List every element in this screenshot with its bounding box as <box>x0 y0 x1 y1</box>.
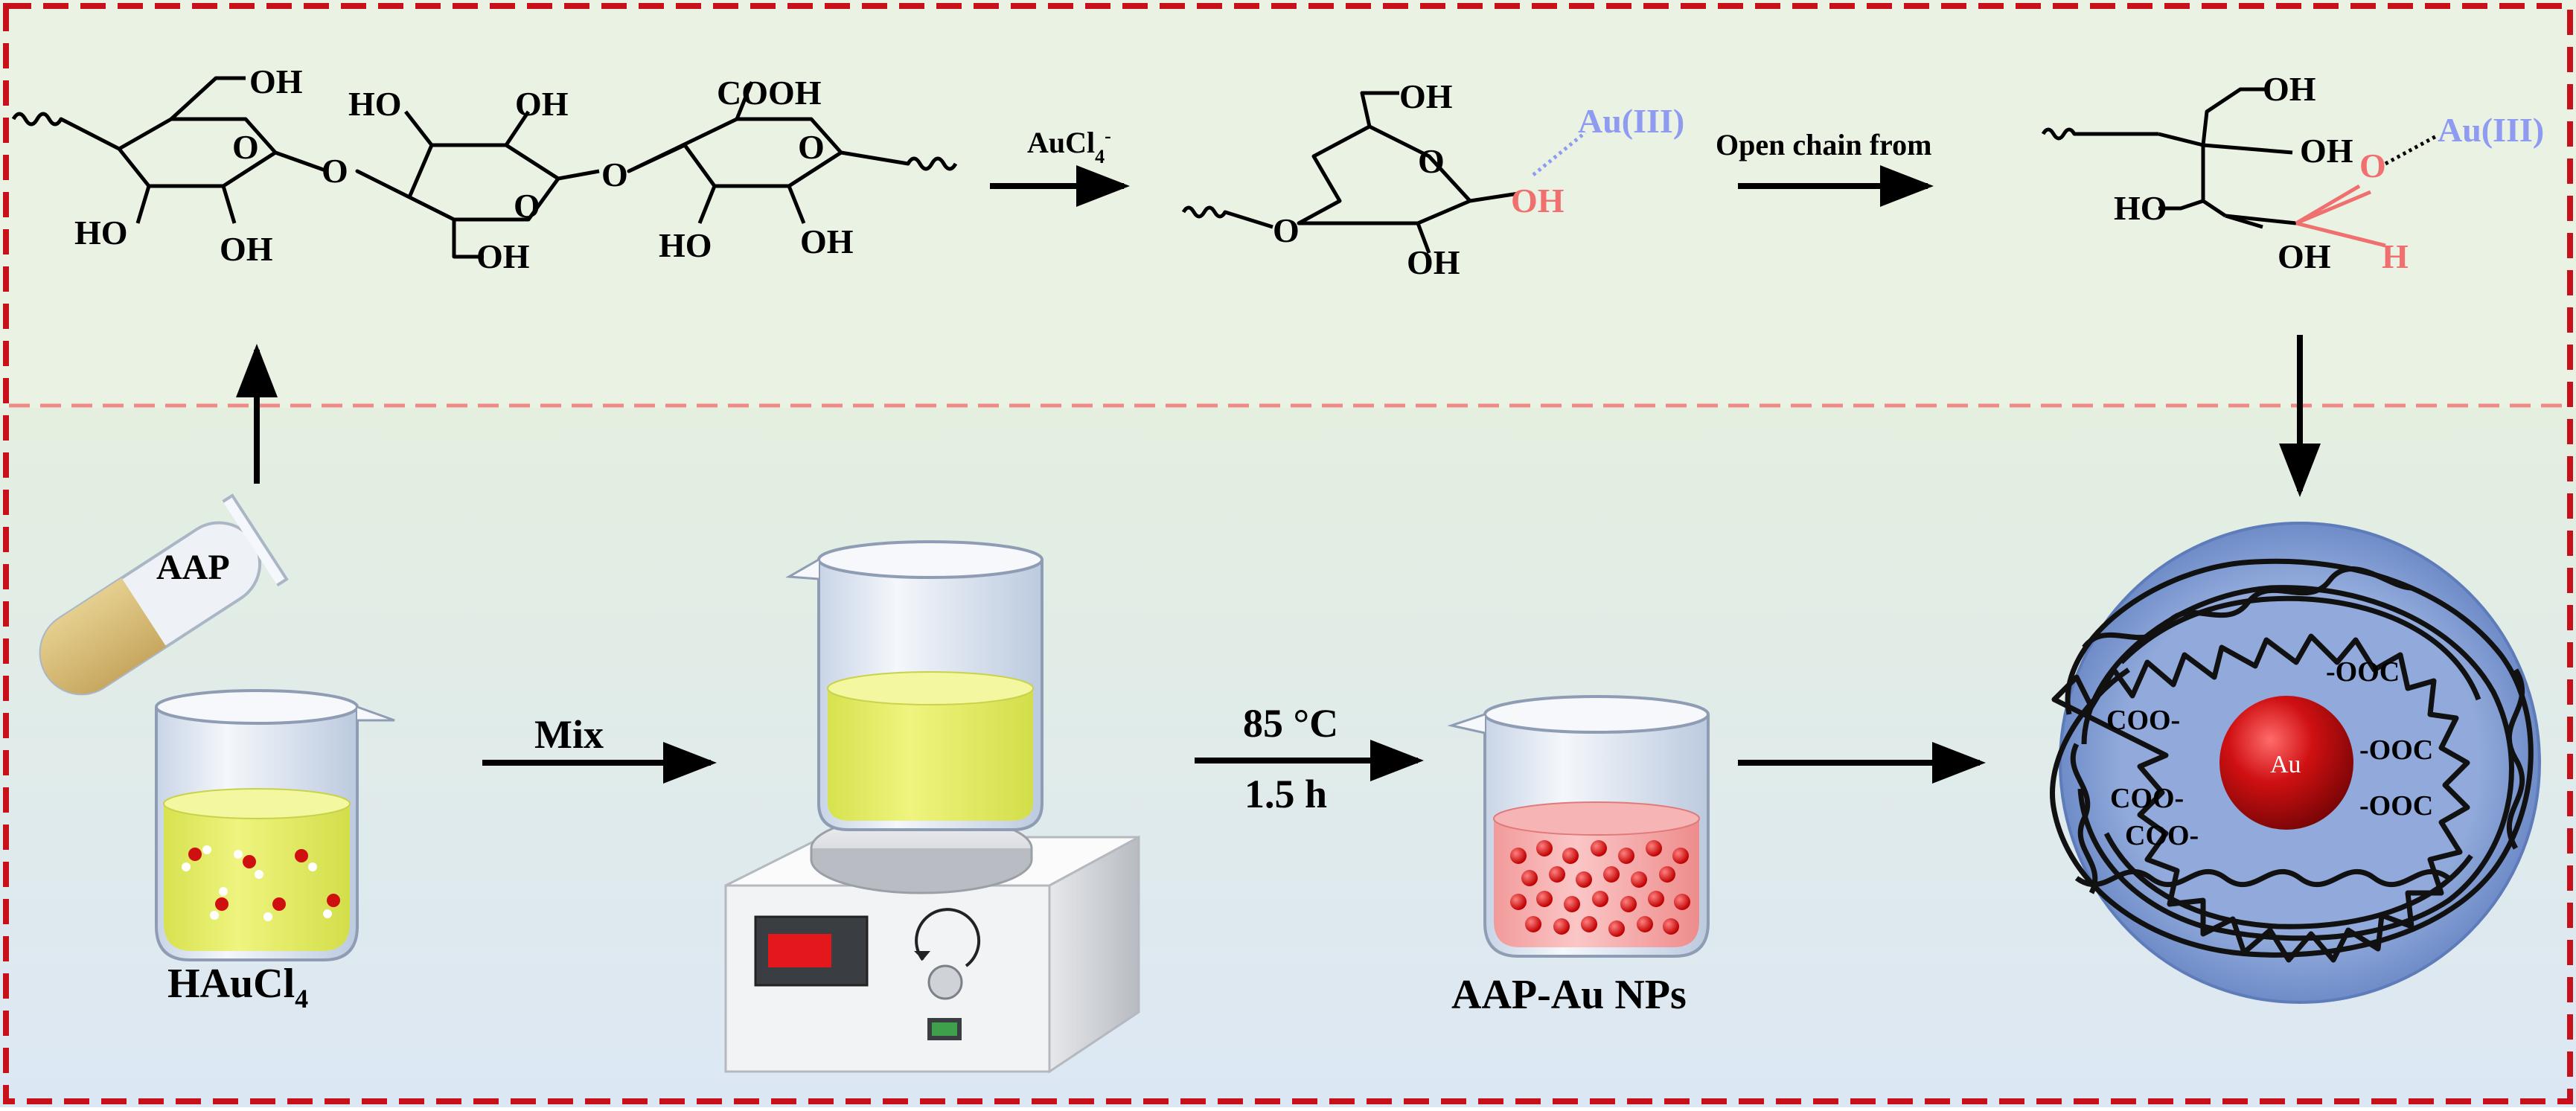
open-carbonyl-o: O <box>2359 147 2386 185</box>
complex-oh-bottom: OH <box>1407 243 1460 281</box>
label-aucl4: AuCl4- <box>1027 125 1111 167</box>
poly-ring1-o: O <box>232 128 259 166</box>
nanoparticle-beads <box>1510 840 1690 937</box>
label-temperature: 85 °C <box>1243 701 1338 746</box>
poly-ring1-oh-top: OH <box>249 63 303 100</box>
group-coo-3: COO- <box>2125 820 2199 851</box>
open-oh-mid: OH <box>2300 132 2353 170</box>
open-ho-left: HO <box>2114 189 2167 227</box>
open-au-label: Au(III) <box>2438 111 2544 149</box>
open-chain-structure <box>2041 87 2297 229</box>
complex-au-label: Au(III) <box>1578 102 1684 140</box>
open-oh-bottom: OH <box>2278 237 2331 275</box>
hot-plate-stirrer <box>724 813 1140 1074</box>
poly-ring2-o: O <box>514 187 540 225</box>
poly-ring3-ho: HO <box>659 226 712 264</box>
gold-complex-structure <box>1181 91 1519 254</box>
label-haucl4: HAuCl4 <box>167 961 308 1014</box>
haucl4-beaker <box>155 689 395 961</box>
poly-ring3-oh: OH <box>800 222 854 260</box>
poly-ring1-ho: HO <box>74 214 128 252</box>
label-mix: Mix <box>534 712 604 757</box>
aldehyde-group <box>2295 184 2386 248</box>
group-ooc-3: -OOC <box>2326 656 2400 688</box>
dashed-frame <box>3 3 2573 1104</box>
poly-ring2-oh-bottom: OH <box>476 237 530 275</box>
coordination-bond-2 <box>2384 133 2439 166</box>
poly-bridge-o-2: O <box>601 156 628 193</box>
group-coo-2: COO- <box>2110 783 2184 814</box>
open-oh-top: OH <box>2263 70 2316 108</box>
mixing-beaker <box>785 540 1043 831</box>
aap-test-tube <box>39 493 289 696</box>
open-chain-labels: OH OH HO OH O H Au(III) <box>2114 70 2544 275</box>
poly-ring2-ho: HO <box>348 85 402 123</box>
polysaccharide-coil <box>2050 558 2534 963</box>
complex-bridge-o: O <box>1273 211 1300 249</box>
open-aldehyde-h: H <box>2382 237 2409 275</box>
label-open-chain: Open chain from <box>1716 128 1931 161</box>
gold-core <box>2219 696 2353 830</box>
label-product: AAP-Au NPs <box>1451 972 1687 1018</box>
poly-ring3-cooh: COOH <box>717 74 822 112</box>
poly-ring2-oh: OH <box>515 85 569 123</box>
label-aap: AAP <box>156 548 230 587</box>
top-panel-background <box>0 0 2576 408</box>
group-coo-1: COO- <box>2106 705 2180 736</box>
label-au-core: Au <box>2270 751 2301 778</box>
complex-ring-o: O <box>1418 142 1445 180</box>
nanoparticle-model: Au COO- COO- COO- -OOC -OOC -OOC <box>2050 522 2541 1004</box>
carboxylate-labels: COO- COO- COO- -OOC -OOC -OOC <box>2106 656 2433 851</box>
gold-complex-labels: OH O OH OH O Au(III) <box>1273 77 1684 281</box>
polysaccharide-labels: OH O HO OH O HO OH O OH O COOH O HO OH <box>74 63 854 275</box>
group-ooc-2: -OOC <box>2359 790 2433 822</box>
label-time: 1.5 h <box>1244 772 1327 816</box>
coordination-bond-1 <box>1532 131 1587 176</box>
poly-bridge-o-1: O <box>322 152 348 190</box>
product-beaker <box>1447 695 1710 958</box>
complex-oh-anomeric: OH <box>1511 182 1565 220</box>
group-ooc-1: -OOC <box>2359 734 2433 766</box>
complex-oh-top: OH <box>1399 77 1453 115</box>
poly-ring3-o: O <box>798 128 825 166</box>
poly-ring1-oh-bottom: OH <box>220 230 273 268</box>
polysaccharide-structure <box>11 76 958 259</box>
